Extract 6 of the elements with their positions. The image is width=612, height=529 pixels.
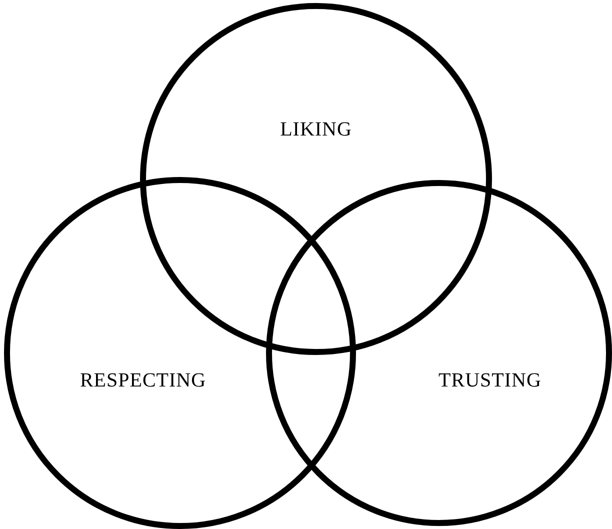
circle-label: RESPECTING xyxy=(80,370,206,392)
circle-label: TRUSTING xyxy=(438,370,542,392)
venn-circle xyxy=(266,180,612,526)
venn-circle xyxy=(140,3,492,355)
circle-label: LIKING xyxy=(280,118,352,142)
venn-circle xyxy=(4,177,356,529)
